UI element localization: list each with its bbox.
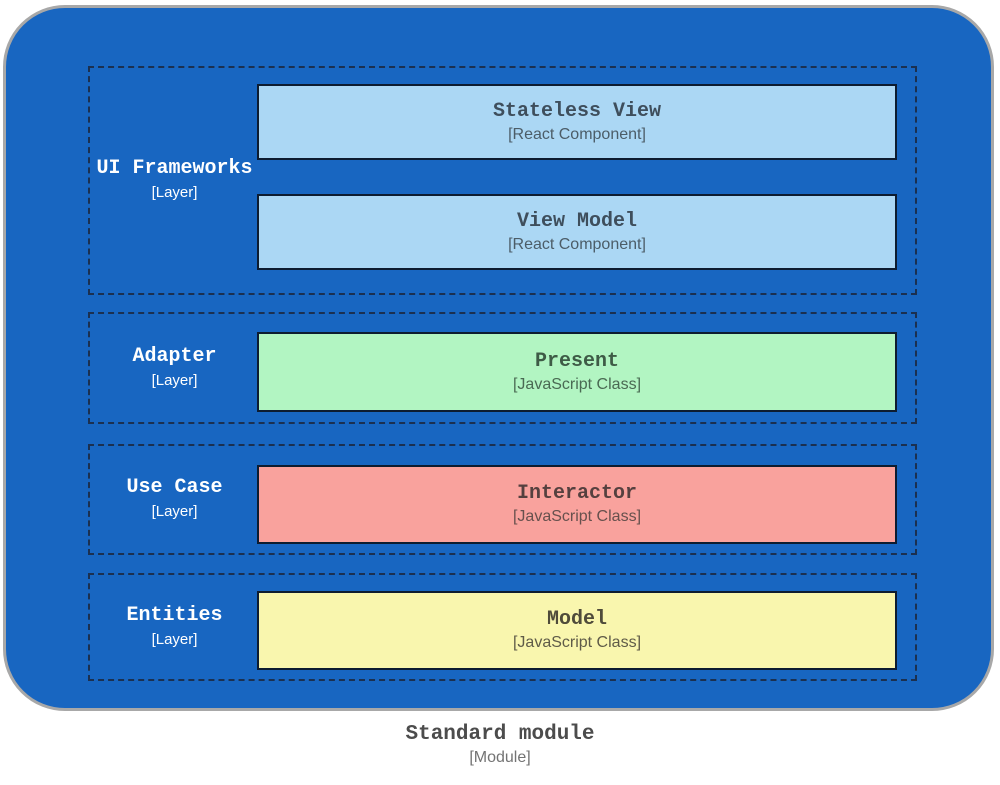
component-subtitle: [JavaScript Class] xyxy=(512,634,642,652)
layer-tag: [Layer] xyxy=(151,630,198,648)
layer-name: Use Case xyxy=(126,476,223,500)
component-title: View Model xyxy=(516,209,638,233)
component-box-interactor: Interactor [JavaScript Class] xyxy=(257,465,897,544)
layer-section-ui-frameworks: UI Frameworks [Layer] Stateless View [Re… xyxy=(88,66,917,295)
component-box-stateless-view: Stateless View [React Component] xyxy=(257,84,897,160)
layer-section-adapter: Adapter [Layer] Present [JavaScript Clas… xyxy=(88,312,917,424)
component-box-model: Model [JavaScript Class] xyxy=(257,591,897,670)
component-subtitle: [JavaScript Class] xyxy=(512,375,642,393)
layer-label-adapter: Adapter [Layer] xyxy=(90,314,259,422)
layer-name: UI Frameworks xyxy=(96,157,253,181)
module-caption-title: Standard module xyxy=(405,723,595,746)
component-subtitle: [JavaScript Class] xyxy=(512,508,642,526)
layer-section-entities: Entities [Layer] Model [JavaScript Class… xyxy=(88,573,917,681)
layer-name: Entities xyxy=(126,603,223,627)
component-title: Present xyxy=(534,349,619,373)
component-subtitle: [React Component] xyxy=(508,125,646,143)
module-caption-subtitle: [Module] xyxy=(469,749,531,767)
component-subtitle: [React Component] xyxy=(508,235,646,253)
layer-tag: [Layer] xyxy=(151,371,198,389)
component-box-view-model: View Model [React Component] xyxy=(257,194,897,270)
layer-tag: [Layer] xyxy=(151,184,198,202)
layer-name: Adapter xyxy=(132,344,217,368)
module-caption: Standard module [Module] xyxy=(0,721,1000,767)
component-box-present: Present [JavaScript Class] xyxy=(257,332,897,412)
component-title: Model xyxy=(546,608,607,632)
component-title: Interactor xyxy=(516,482,638,506)
layer-section-use-case: Use Case [Layer] Interactor [JavaScript … xyxy=(88,444,917,555)
layer-label-entities: Entities [Layer] xyxy=(90,575,259,679)
layer-tag: [Layer] xyxy=(151,503,198,521)
component-title: Stateless View xyxy=(492,99,662,123)
layer-label-use-case: Use Case [Layer] xyxy=(90,446,259,553)
layer-label-ui-frameworks: UI Frameworks [Layer] xyxy=(90,68,259,293)
